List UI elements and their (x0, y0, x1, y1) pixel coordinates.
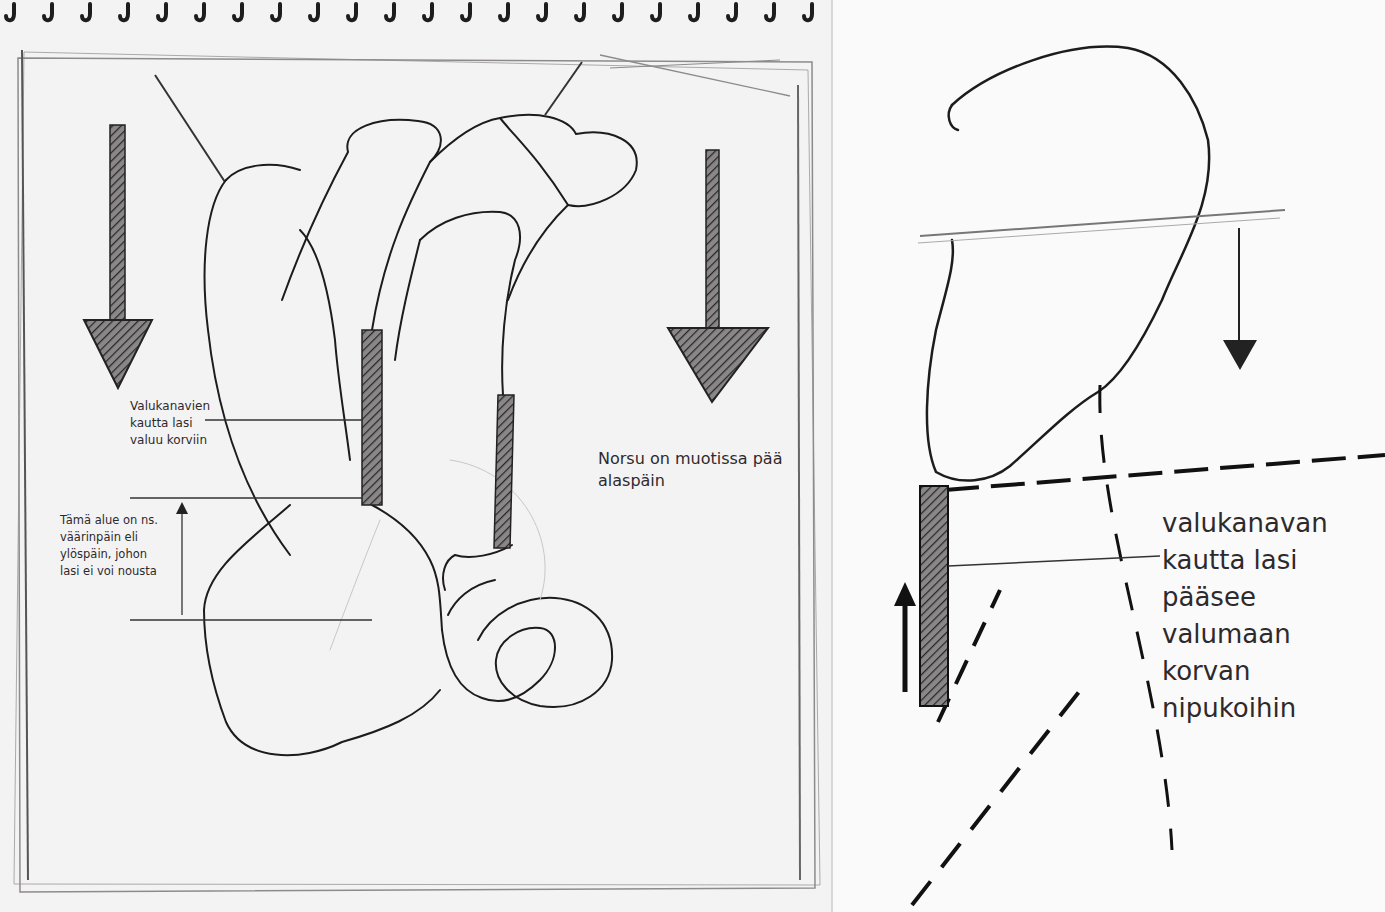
frame-line (18, 58, 815, 892)
binding-ring (576, 4, 584, 20)
binding-ring (766, 4, 774, 20)
binding-ring (234, 4, 242, 20)
sketchbook-page (0, 0, 832, 912)
ear-outline (927, 47, 1209, 481)
binding-ring (310, 4, 318, 20)
binding-ring (500, 4, 508, 20)
binding-ring (424, 4, 432, 20)
body-outline (395, 240, 420, 360)
arrow-shaft (706, 150, 719, 330)
casting-channel (362, 330, 382, 505)
dimension-arrow (181, 510, 182, 615)
leg-outline (430, 115, 637, 300)
annotation-text: Tämä alue on ns. väärinpäin eli ylöspäin… (60, 512, 164, 580)
binding-ring (652, 4, 660, 20)
arrow-head (668, 328, 768, 402)
arrow-head (1223, 340, 1257, 370)
mould-line (920, 210, 1285, 236)
head-outline (372, 505, 442, 630)
dashed-line (945, 455, 1385, 490)
binding-ring (82, 4, 90, 20)
frame-line (600, 55, 790, 96)
binding-ring (614, 4, 622, 20)
dashed-lines (912, 385, 1385, 905)
binding-ring (728, 4, 736, 20)
binding-ring (690, 4, 698, 20)
dashed-line (1100, 385, 1172, 850)
flow-arrow (894, 582, 916, 692)
arrow-shaft (110, 125, 125, 325)
binding-ring (44, 4, 52, 20)
leader-line (205, 419, 362, 420)
leg-outline (282, 120, 441, 330)
tusk-outline (443, 545, 512, 590)
mould-line (545, 62, 582, 115)
binding-ring (158, 4, 166, 20)
leg-outline (500, 118, 568, 205)
arrow-head (176, 502, 188, 514)
body-outline (300, 230, 350, 460)
trunk-outline (442, 598, 612, 707)
ear-outline (949, 105, 958, 130)
frame-line (798, 85, 800, 880)
flow-arrow (84, 125, 152, 388)
panel-divider (831, 0, 833, 912)
spiral-binding (6, 4, 812, 20)
arrow-head (894, 582, 916, 606)
leader-lines (130, 420, 372, 620)
head-outline (204, 505, 440, 755)
casting-channel (920, 486, 948, 706)
dashed-line (912, 688, 1082, 905)
arrow-shaft (903, 600, 908, 692)
mould-line (155, 75, 225, 182)
frame-line (610, 60, 780, 68)
dimension-line (130, 497, 362, 498)
casting-channel (494, 395, 514, 548)
leader-line (948, 556, 1160, 566)
elephant-outline (204, 115, 637, 755)
binding-ring (462, 4, 470, 20)
binding-ring (120, 4, 128, 20)
arrow-head (84, 320, 152, 388)
arrow-shaft (1238, 228, 1240, 342)
binding-ring (272, 4, 280, 20)
flow-arrow (668, 150, 768, 402)
detail-page (832, 0, 1385, 912)
binding-ring (6, 4, 14, 20)
frame-line (22, 50, 28, 880)
frame-line (14, 52, 820, 885)
annotation-text: Valukanavien kautta lasi valuu korviin (130, 398, 216, 449)
binding-ring (348, 4, 356, 20)
annotation-text: Norsu on muotissa pää alaspäin (598, 448, 798, 492)
body-outline (226, 165, 300, 180)
binding-ring (538, 4, 546, 20)
binding-ring (386, 4, 394, 20)
flow-arrow (1223, 228, 1257, 370)
dimension-line (130, 619, 372, 620)
binding-ring (804, 4, 812, 20)
annotation-text: valukanavan kautta lasi pääsee valumaan … (1162, 505, 1337, 727)
page-frame (14, 50, 820, 892)
sketch-line (330, 520, 380, 650)
tusk-outline (448, 580, 495, 615)
leg-outline (420, 212, 520, 395)
ear-detail (927, 47, 1209, 481)
binding-ring (196, 4, 204, 20)
body-outline (205, 180, 290, 555)
mould-line (918, 218, 1280, 243)
